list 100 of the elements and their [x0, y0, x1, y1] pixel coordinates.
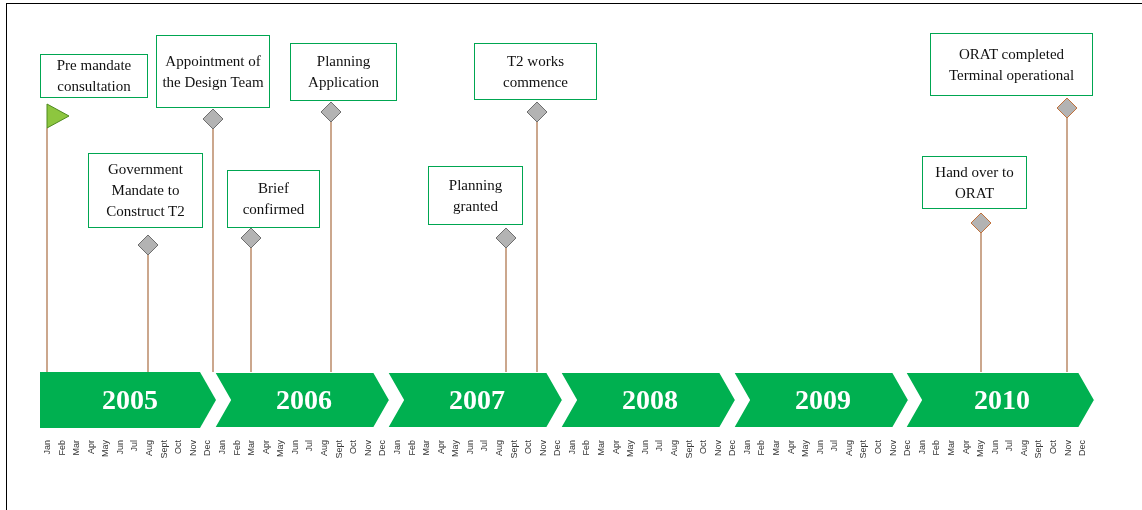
month-label: Apr — [260, 440, 271, 454]
year-segment — [40, 372, 216, 428]
month-label: Jun — [464, 440, 475, 455]
milestone-box: Planning Application — [290, 43, 397, 101]
month-label: Sept — [858, 440, 869, 459]
month-label: Oct — [173, 440, 184, 454]
timeline-stem — [536, 121, 538, 373]
year-label: 2007 — [449, 384, 505, 416]
month-label: Feb — [581, 440, 592, 456]
year-label: 2005 — [102, 384, 158, 416]
milestone-box: Hand over to ORAT — [922, 156, 1027, 209]
month-label: Dec — [552, 440, 563, 456]
milestone-box: Government Mandate to Construct T2 — [88, 153, 203, 228]
timeline-stem — [212, 128, 214, 373]
month-label: Mar — [421, 440, 432, 456]
month-label: Jan — [216, 440, 227, 455]
month-label: Oct — [698, 440, 709, 454]
year-segment — [214, 372, 390, 428]
month-label: Nov — [537, 440, 548, 456]
month-label: Jan — [916, 440, 927, 455]
year-label: 2010 — [974, 384, 1030, 416]
milestone-diamond — [137, 234, 159, 256]
month-label: Mar — [771, 440, 781, 456]
month-label: Jun — [814, 440, 825, 455]
month-label: Nov — [362, 440, 373, 456]
month-label: Jul — [129, 440, 140, 452]
year-label: 2009 — [795, 384, 851, 416]
milestone-box: Planning granted — [428, 166, 523, 225]
milestone-box: Brief confirmed — [227, 170, 320, 228]
month-label: Jun — [114, 440, 125, 455]
year-label: 2008 — [622, 384, 678, 416]
month-label: Aug — [668, 440, 679, 456]
month-label: Sept — [683, 440, 694, 459]
month-label: May — [975, 440, 986, 457]
month-label: Jul — [829, 440, 840, 452]
month-label: Mar — [945, 440, 956, 456]
month-label: Dec — [377, 440, 388, 456]
year-segment — [387, 372, 563, 428]
month-label: Jan — [566, 440, 577, 455]
month-label: Feb — [756, 440, 767, 456]
month-label: Sept — [508, 440, 519, 459]
month-label: Jul — [654, 440, 665, 452]
month-label: Nov — [887, 440, 898, 456]
timeline-stem — [1066, 117, 1068, 373]
month-label: Nov — [187, 440, 198, 456]
month-label: Aug — [1018, 440, 1029, 456]
month-label: Feb — [406, 440, 417, 456]
month-label: Aug — [493, 440, 504, 456]
month-label: Feb — [231, 440, 242, 456]
month-label: Apr — [785, 440, 796, 454]
month-label: Aug — [144, 440, 155, 456]
year-segment — [560, 372, 736, 428]
month-label: Oct — [523, 440, 534, 454]
month-label: Sept — [158, 440, 169, 459]
timeline-stem — [46, 127, 48, 373]
milestone-diamond — [970, 212, 992, 234]
start-flag — [46, 103, 70, 129]
month-label: Feb — [931, 440, 942, 456]
month-label: Dec — [902, 440, 913, 456]
month-label: Dec — [727, 440, 738, 456]
month-label: Jan — [391, 440, 402, 455]
month-label: Sept — [1033, 440, 1044, 459]
month-label: Jun — [289, 440, 300, 455]
month-label: Feb — [56, 440, 67, 456]
month-label: Mar — [246, 440, 257, 456]
milestone-box: ORAT completed Terminal operational — [930, 33, 1093, 96]
month-label: Nov — [712, 440, 723, 456]
month-label: Mar — [596, 440, 607, 456]
month-label: Apr — [960, 440, 971, 454]
month-label: Jun — [639, 440, 650, 455]
month-label: Oct — [873, 440, 884, 454]
month-label: Jul — [1004, 440, 1015, 452]
month-label: May — [800, 440, 811, 457]
month-label: Nov — [1062, 440, 1073, 456]
timeline-stem — [330, 121, 332, 373]
month-label: Apr — [435, 440, 446, 454]
month-label: May — [100, 440, 111, 457]
month-label: Aug — [843, 440, 854, 456]
month-label: Jun — [989, 440, 1000, 455]
month-label: May — [625, 440, 636, 457]
month-label: Sept — [333, 440, 344, 459]
month-label: Aug — [319, 440, 329, 456]
month-label: Dec — [202, 440, 213, 456]
timeline-stem — [980, 232, 982, 373]
month-label: Jan — [741, 440, 752, 455]
year-segment — [905, 372, 1095, 428]
month-label: Mar — [71, 440, 82, 456]
month-label: May — [275, 440, 286, 457]
year-segment — [733, 372, 909, 428]
year-label: 2006 — [276, 384, 332, 416]
month-label: Jan — [42, 440, 52, 455]
milestone-box: Pre mandate consultation — [40, 54, 148, 98]
month-label: May — [450, 440, 461, 457]
month-label: Oct — [348, 440, 359, 454]
timeline-stem — [147, 254, 149, 373]
month-label: Apr — [610, 440, 621, 454]
milestone-diamond — [495, 227, 517, 249]
milestone-box: T2 works commence — [474, 43, 597, 100]
month-label: Oct — [1048, 440, 1058, 454]
month-label: Dec — [1077, 440, 1088, 456]
